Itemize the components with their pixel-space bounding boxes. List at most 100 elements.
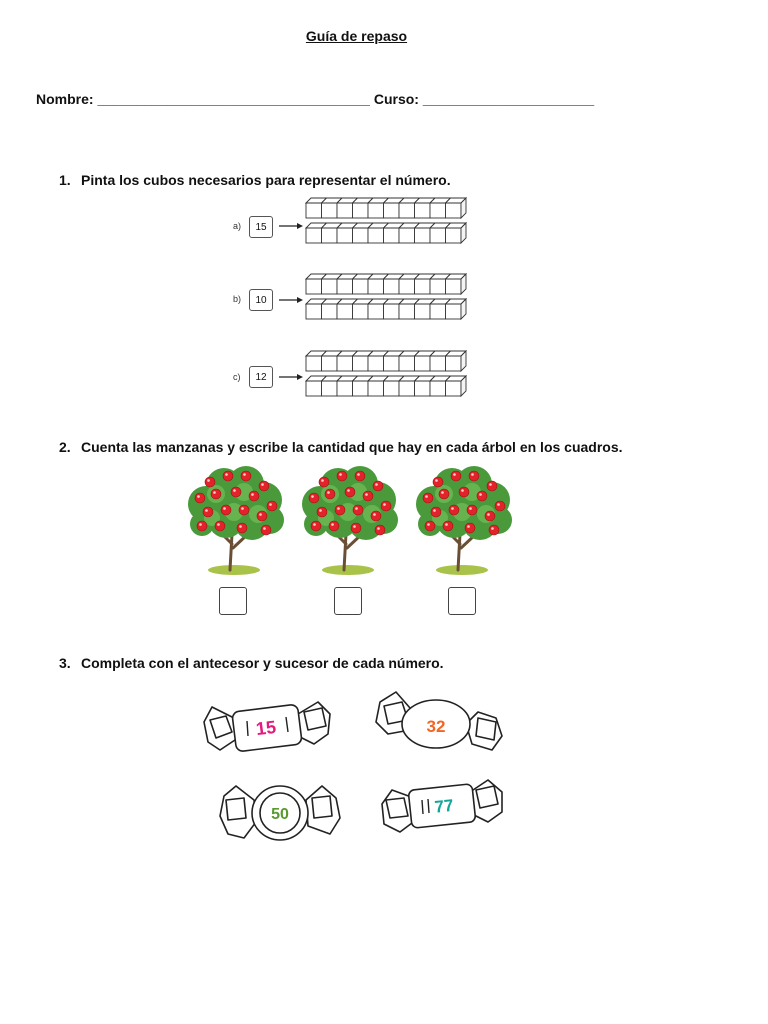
row-c-cubes[interactable] bbox=[305, 350, 469, 402]
candy-77: 77 bbox=[381, 779, 503, 833]
cube[interactable] bbox=[429, 355, 446, 372]
cube[interactable] bbox=[398, 202, 415, 219]
cube[interactable] bbox=[321, 355, 338, 372]
cube[interactable] bbox=[321, 303, 338, 320]
cube[interactable] bbox=[336, 202, 353, 219]
question-2-text: Cuenta las manzanas y escribe la cantida… bbox=[81, 439, 623, 455]
cube[interactable] bbox=[414, 202, 431, 219]
cube[interactable] bbox=[445, 202, 462, 219]
apple bbox=[324, 488, 336, 500]
cube[interactable] bbox=[336, 303, 353, 320]
cube[interactable] bbox=[305, 202, 322, 219]
apple bbox=[316, 506, 328, 518]
cube[interactable] bbox=[305, 380, 322, 397]
cube[interactable] bbox=[398, 303, 415, 320]
apple bbox=[240, 470, 252, 482]
cube[interactable] bbox=[414, 278, 431, 295]
cube[interactable] bbox=[305, 355, 322, 372]
cube[interactable] bbox=[336, 355, 353, 372]
cube[interactable] bbox=[414, 355, 431, 372]
apple-shine bbox=[451, 507, 454, 510]
cube[interactable] bbox=[429, 202, 446, 219]
grass-patch bbox=[208, 565, 260, 575]
cube[interactable] bbox=[445, 278, 462, 295]
answer-box-tree-3[interactable] bbox=[448, 587, 476, 615]
cube[interactable] bbox=[352, 202, 369, 219]
cube[interactable] bbox=[352, 278, 369, 295]
cube[interactable] bbox=[352, 227, 369, 244]
row-a-cubes[interactable] bbox=[305, 197, 469, 249]
cube[interactable] bbox=[367, 202, 384, 219]
candy-15-number: 15 bbox=[255, 717, 277, 739]
answer-box-tree-2[interactable] bbox=[334, 587, 362, 615]
cube[interactable] bbox=[383, 202, 400, 219]
cube[interactable] bbox=[305, 303, 322, 320]
cube[interactable] bbox=[398, 355, 415, 372]
apple-shine bbox=[487, 513, 490, 516]
cube[interactable] bbox=[367, 380, 384, 397]
apple-shine bbox=[497, 503, 500, 506]
cube[interactable] bbox=[383, 227, 400, 244]
cube[interactable] bbox=[398, 380, 415, 397]
cube[interactable] bbox=[414, 380, 431, 397]
apple bbox=[430, 506, 442, 518]
cube[interactable] bbox=[367, 227, 384, 244]
cube[interactable] bbox=[305, 278, 322, 295]
cube[interactable] bbox=[383, 278, 400, 295]
cube[interactable] bbox=[429, 227, 446, 244]
cube[interactable] bbox=[321, 278, 338, 295]
cube[interactable] bbox=[352, 380, 369, 397]
cube[interactable] bbox=[305, 227, 322, 244]
cube[interactable] bbox=[445, 227, 462, 244]
name-course-line[interactable]: Nombre: ________________________________… bbox=[36, 91, 595, 107]
apple-shine bbox=[199, 523, 202, 526]
apple bbox=[202, 506, 214, 518]
cube[interactable] bbox=[321, 380, 338, 397]
cube[interactable] bbox=[398, 278, 415, 295]
apple bbox=[370, 510, 382, 522]
cube[interactable] bbox=[336, 380, 353, 397]
cube[interactable] bbox=[383, 380, 400, 397]
apple-shine bbox=[489, 483, 492, 486]
cube[interactable] bbox=[429, 278, 446, 295]
cube[interactable] bbox=[398, 227, 415, 244]
apple-shine bbox=[313, 523, 316, 526]
cube[interactable] bbox=[336, 227, 353, 244]
cube[interactable] bbox=[414, 227, 431, 244]
apple bbox=[494, 500, 506, 512]
apple bbox=[464, 522, 476, 534]
answer-box-tree-1[interactable] bbox=[219, 587, 247, 615]
cube[interactable] bbox=[414, 303, 431, 320]
apple-shine bbox=[319, 509, 322, 512]
cube[interactable] bbox=[336, 278, 353, 295]
apple bbox=[318, 476, 330, 488]
apple-shine bbox=[461, 489, 464, 492]
apple-shine bbox=[453, 473, 456, 476]
cube[interactable] bbox=[383, 303, 400, 320]
apple-shine bbox=[425, 495, 428, 498]
cube[interactable] bbox=[445, 355, 462, 372]
cube[interactable] bbox=[321, 227, 338, 244]
foliage-highlight bbox=[235, 483, 253, 501]
apple-shine bbox=[205, 509, 208, 512]
cube[interactable] bbox=[321, 202, 338, 219]
cube[interactable] bbox=[429, 380, 446, 397]
cube[interactable] bbox=[445, 303, 462, 320]
cube[interactable] bbox=[383, 355, 400, 372]
cube[interactable] bbox=[429, 303, 446, 320]
apple bbox=[372, 480, 384, 492]
cube[interactable] bbox=[367, 355, 384, 372]
apple bbox=[448, 504, 460, 516]
cube[interactable] bbox=[367, 303, 384, 320]
apple bbox=[222, 470, 234, 482]
row-b-cubes[interactable] bbox=[305, 273, 469, 325]
cube[interactable] bbox=[445, 380, 462, 397]
apple-shine bbox=[491, 527, 494, 530]
apple-shine bbox=[213, 491, 216, 494]
apple bbox=[380, 500, 392, 512]
apple bbox=[422, 492, 434, 504]
cube[interactable] bbox=[367, 278, 384, 295]
apple-tree-1 bbox=[188, 466, 284, 575]
cube[interactable] bbox=[352, 303, 369, 320]
cube[interactable] bbox=[352, 355, 369, 372]
